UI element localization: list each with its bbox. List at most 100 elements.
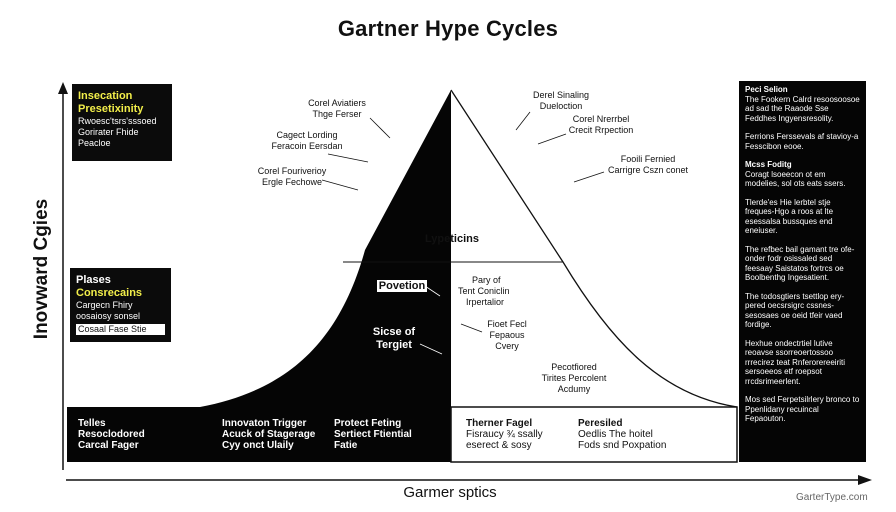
annotation-right-3-line2: Carrigre Cszn conet xyxy=(607,165,689,175)
connector-7 xyxy=(424,285,441,297)
annotation-mid-2-line1: Fioet Fecl xyxy=(487,319,527,329)
innovation-info-box: Insecation Presetixinity Rwoesc'tsrs'sss… xyxy=(72,84,172,161)
bottom-col-4-line3: eserect & sosy xyxy=(466,440,532,451)
connector-4 xyxy=(515,111,531,131)
annotation-mid-3-line3: Acdumy xyxy=(557,384,591,394)
right-panel-block-3: Mcss Foditg Coragt lsoeecon ot em modeli… xyxy=(745,160,860,189)
left-low-label-line2: Tergiet xyxy=(376,339,412,351)
right-panel-body-1: The Fookern Calrd resoosoosoe ad sad the… xyxy=(745,94,860,123)
annotation-right-1: Derel Sinaling Dueloction xyxy=(516,90,606,112)
phases-line-3: Cosaal Fase Stie xyxy=(76,324,165,335)
annotation-right-1-line1: Derel Sinaling xyxy=(532,90,590,100)
bottom-col-1-line2: Resoclodored xyxy=(78,429,145,440)
left-mid-label: Povetion xyxy=(376,280,428,292)
annotation-right-3: Fooili Fernied Carrigre Cszn conet xyxy=(598,154,698,176)
bottom-band-dark xyxy=(67,407,451,462)
bottom-band-light xyxy=(450,406,738,463)
annotation-left-3-line1: Corel Fouriverioy xyxy=(257,166,327,176)
bottom-col-3-line2: Sertiect Ftiential xyxy=(334,429,412,440)
annotation-mid-2-line3: Cvery xyxy=(495,341,519,351)
bottom-col-3: Protect Feting Sertiect Ftiential Fatie xyxy=(334,418,444,451)
x-axis-title: Garmer sptics xyxy=(403,484,497,501)
bottom-col-4: Therner Fagel Fisraucy ¾ ssally eserect … xyxy=(466,418,566,451)
bottom-col-1-line3: Carcal Fager xyxy=(78,440,139,451)
annotation-mid-1: Pary of Tent Coniclin Irpertalior xyxy=(458,275,548,308)
phases-info-box: Plases Consrecains Cargecn Fhiry oosaios… xyxy=(70,268,171,342)
connector-6 xyxy=(573,171,605,183)
bottom-col-5-line3: Fods snd Poxpation xyxy=(578,440,667,451)
bottom-col-1: Telles Resoclodored Carcal Fager xyxy=(78,418,188,451)
bottom-col-2: Innovaton Trigger Acuck of Stagerage Cyy… xyxy=(222,418,332,451)
bottom-col-2-line1: Innovaton Trigger xyxy=(222,418,307,429)
annotation-mid-2-line2: Fepaous xyxy=(489,330,525,340)
bottom-col-4-line1: Therner Fagel xyxy=(466,418,533,429)
annotation-mid-1-line1: Pary of xyxy=(472,275,501,285)
right-panel-body-8: Mos sed Ferpetsilrlery bronco to Ppenlid… xyxy=(745,395,860,423)
phases-heading-1: Plases xyxy=(76,274,111,286)
annotation-right-1-line2: Dueloction xyxy=(539,101,583,111)
connector-8 xyxy=(419,343,443,355)
bottom-col-2-line3: Cyy onct Ulaily xyxy=(222,440,294,451)
y-axis-title: Inovward Cgies xyxy=(31,198,53,340)
page-title: Gartner Hype Cycles xyxy=(337,16,559,41)
right-panel-block-7: Hexhue ondectrtiel lutive reoavse ssorre… xyxy=(745,339,860,387)
peak-label: Lypeticins xyxy=(425,233,479,245)
phases-heading-2: Consrecains xyxy=(76,287,143,299)
innovation-heading-1: Insecation xyxy=(78,90,133,102)
annotation-left-3-line2: Ergle Fechowe xyxy=(261,177,323,187)
right-panel-body-7: Hexhue ondectrtiel lutive reoavse ssorre… xyxy=(745,338,846,386)
right-info-panel: Peci Selion The Fookern Calrd resoosooso… xyxy=(739,81,866,462)
right-panel-block-5: The refbec bail gamant tre ofe-onder fod… xyxy=(745,245,860,283)
right-panel-block-1: Peci Selion The Fookern Calrd resoosooso… xyxy=(745,85,860,123)
innovation-line-1: Rwoesc'tsrs'sssoed xyxy=(78,116,157,126)
connector-9 xyxy=(460,323,483,333)
right-panel-body-6: The todosgtiers tsettlop ery-pered oecsr… xyxy=(745,291,845,330)
watermark-text: GarterType.com xyxy=(796,492,868,503)
innovation-line-2: Gorirater Fhide xyxy=(78,127,139,137)
annotation-left-2-line1: Cagect Lording xyxy=(276,130,338,140)
annotation-left-2-line2: Feracoin Eersdan xyxy=(271,141,343,151)
annotation-left-1-line1: Corel Aviatiers xyxy=(308,98,366,108)
annotation-mid-3: Pecotfiored Tirites Percolent Acdumy xyxy=(524,362,624,395)
left-low-label: Sicse of Tergiet xyxy=(344,326,444,352)
bottom-col-1-line1: Telles xyxy=(78,418,106,429)
right-panel-body-3: Coragt lsoeecon ot em modelies, sol ots … xyxy=(745,169,846,189)
right-panel-head-3: Mcss Foditg xyxy=(745,160,792,169)
connector-3 xyxy=(321,179,359,191)
left-low-label-line1: Sicse of xyxy=(372,326,416,338)
annotation-left-2: Cagect Lording Feracoin Eersdan xyxy=(262,130,352,152)
right-panel-body-5: The refbec bail gamant tre ofe-onder fod… xyxy=(745,244,855,283)
right-panel-head-1: Peci Selion xyxy=(745,85,788,94)
phases-line-2: oosaiosy sonsel xyxy=(76,311,141,321)
left-mid-label-wrap: Povetion xyxy=(352,280,452,293)
hype-curve-right-side xyxy=(450,89,738,408)
phases-line-1: Cargecn Fhiry xyxy=(76,300,133,310)
bottom-col-5: Peresiled Oedlis The hoitel Fods snd Pox… xyxy=(578,418,688,451)
annotation-left-3: Corel Fouriverioy Ergle Fechowe xyxy=(246,166,338,188)
right-panel-block-8: Mos sed Ferpetsilrlery bronco to Ppenlid… xyxy=(745,395,860,424)
annotation-mid-3-line1: Pecotfiored xyxy=(551,362,597,372)
annotation-right-2-line1: Corel Nrerrbel xyxy=(572,114,630,124)
y-axis-title-wrap: Inovward Cgies xyxy=(22,184,62,354)
right-panel-body-2: Ferrions Ferssevals af stavioy-a Fesscib… xyxy=(745,132,859,151)
right-panel-block-4: Tlerde'es Hie lerbtel stje freques-Hgo a… xyxy=(745,198,860,236)
bottom-col-3-line1: Protect Feting xyxy=(334,418,402,429)
bottom-col-4-line2: Fisraucy ¾ ssally xyxy=(466,429,543,440)
y-axis-arrowhead xyxy=(58,82,68,94)
right-panel-block-6: The todosgtiers tsettlop ery-pered oecsr… xyxy=(745,292,860,330)
hype-curve-dark-side xyxy=(200,90,451,407)
innovation-line-3: Peacloe xyxy=(78,138,111,148)
connector-1 xyxy=(369,117,391,139)
connector-5 xyxy=(537,133,567,145)
annotation-mid-1-line2: Tent Coniclin xyxy=(458,286,510,296)
annotation-right-3-line1: Fooili Fernied xyxy=(620,154,676,164)
bottom-col-3-line3: Fatie xyxy=(334,440,358,451)
innovation-heading-2: Presetixinity xyxy=(78,103,144,115)
annotation-left-1-line2: Thge Ferser xyxy=(312,109,362,119)
bottom-col-2-line2: Acuck of Stagerage xyxy=(222,429,316,440)
annotation-right-2: Corel Nrerrbel Crecit Rrpection xyxy=(556,114,646,136)
annotation-right-2-line2: Crecit Rrpection xyxy=(568,125,634,135)
x-axis-arrowhead xyxy=(858,475,872,485)
annotation-mid-3-line2: Tirites Percolent xyxy=(541,373,607,383)
